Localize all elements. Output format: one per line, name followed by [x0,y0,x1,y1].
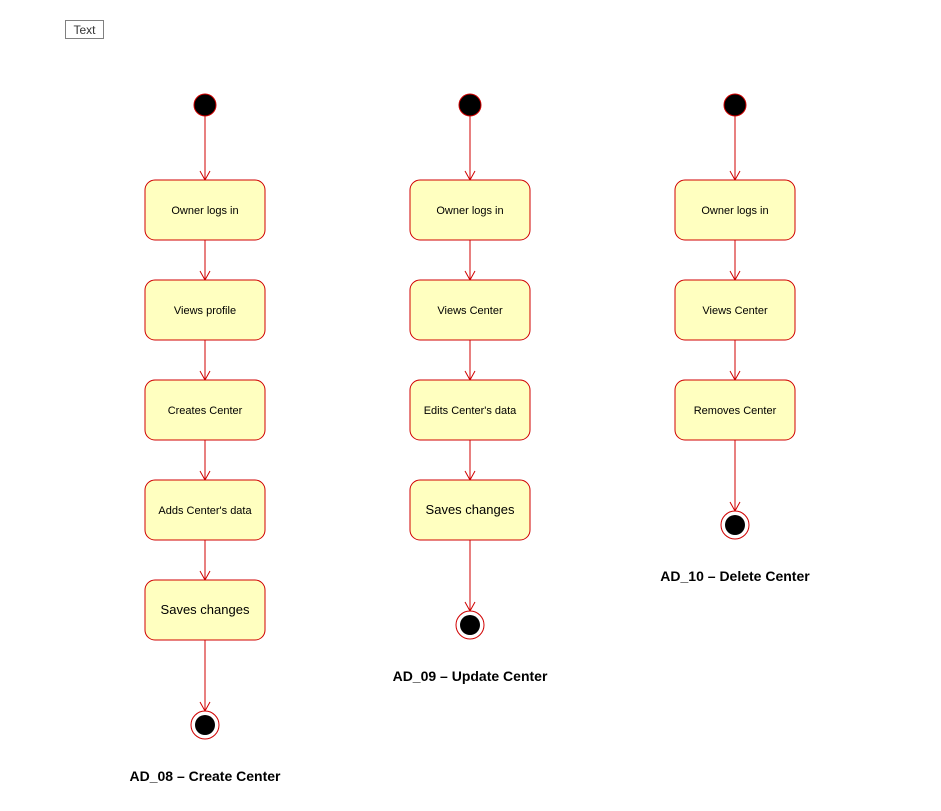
flow-arrow [729,116,741,182]
flow-arrow [464,240,476,282]
action-state[interactable]: Edits Center's data [409,379,531,441]
action-state-label: Owner logs in [436,205,503,217]
action-state[interactable]: Owner logs in [409,179,531,241]
flow-arrow [464,540,476,613]
end-node [455,610,485,640]
flow-arrow [464,340,476,382]
action-state[interactable]: Views Center [409,279,531,341]
action-state[interactable]: Adds Center's data [144,479,266,541]
start-node [193,93,217,117]
flow-arrow [199,440,211,482]
action-state-label: Creates Center [168,405,243,417]
start-node [723,93,747,117]
action-state[interactable]: Owner logs in [144,179,266,241]
start-node [458,93,482,117]
flow-arrow [729,340,741,382]
action-state[interactable]: Views profile [144,279,266,341]
flow-arrow [199,116,211,182]
action-state-label: Adds Center's data [158,505,252,517]
action-state-label: Views profile [174,305,236,317]
action-state-label: Views Center [437,305,503,317]
flow-arrow [199,240,211,282]
flow-arrow [729,240,741,282]
action-state-label: Views Center [702,305,768,317]
flow-arrow [199,640,211,713]
action-state-label: Owner logs in [701,205,768,217]
activity-diagram-ad08: Owner logs in Views profile Creates Cent… [130,93,282,784]
activity-diagram-ad09: Owner logs in Views Center Edits Center'… [393,93,548,684]
activity-diagram-ad10: Owner logs in Views Center Removes Cente… [660,93,810,584]
action-state[interactable]: Removes Center [674,379,796,441]
diagram-caption: AD_10 – Delete Center [660,568,810,584]
end-node [720,510,750,540]
flow-arrow [464,116,476,182]
flow-arrow [729,440,741,513]
text-tool-button[interactable]: Text [65,20,104,39]
diagram-caption: AD_09 – Update Center [393,668,548,684]
action-state[interactable]: Saves changes [144,579,266,641]
action-state-label: Edits Center's data [424,405,517,417]
action-state-label: Saves changes [161,602,250,617]
end-node [190,710,220,740]
action-state[interactable]: Views Center [674,279,796,341]
flow-arrow [199,540,211,582]
action-state[interactable]: Creates Center [144,379,266,441]
action-state-label: Owner logs in [171,205,238,217]
action-state-label: Removes Center [694,405,777,417]
action-state[interactable]: Owner logs in [674,179,796,241]
action-state[interactable]: Saves changes [409,479,531,541]
action-state-label: Saves changes [426,502,515,517]
diagram-caption: AD_08 – Create Center [130,768,282,784]
flow-arrow [464,440,476,482]
flow-arrow [199,340,211,382]
